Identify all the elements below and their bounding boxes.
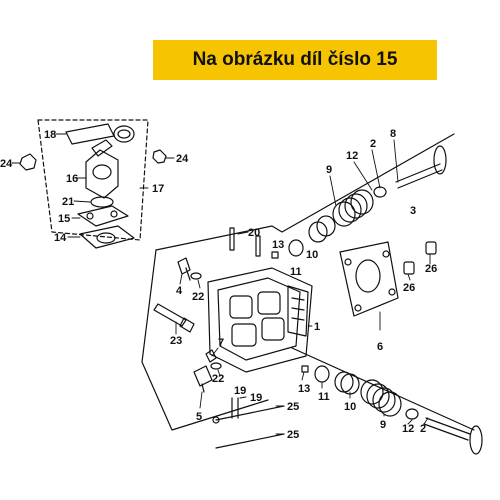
callout-16: 16	[66, 173, 78, 185]
callout-7: 7	[218, 337, 224, 349]
callout-14: 14	[54, 232, 67, 244]
callout-8: 8	[390, 128, 396, 140]
callout-2-upper: 2	[370, 138, 376, 150]
valve-part-2-lower	[423, 417, 483, 455]
seal-part-13-lower	[301, 365, 309, 373]
callout-25-lower: 25	[287, 429, 299, 441]
callout-13-lower: 13	[298, 383, 310, 395]
adapter-plate-part-14	[79, 225, 135, 249]
callout-26-lower: 26	[403, 282, 415, 294]
spring-seat-part-11-upper	[288, 239, 304, 257]
sensor-part-5	[193, 365, 213, 393]
dowel-part-26	[403, 241, 437, 275]
bolt-part-19	[231, 397, 239, 419]
valve-part-8	[395, 145, 447, 189]
callout-4: 4	[176, 285, 183, 297]
callout-1: 1	[314, 321, 320, 333]
thermostat-group-outline	[37, 119, 149, 241]
callout-12-lower: 12	[402, 423, 414, 435]
o-ring-part-21	[90, 196, 114, 208]
plug-part-7	[205, 349, 217, 363]
callout-20: 20	[248, 227, 260, 239]
cylinder-head-part-1	[207, 267, 313, 373]
callout-10-lower: 10	[344, 401, 356, 413]
retainer-part-12-upper	[373, 186, 387, 198]
callout-labels: 18 16 21 17 24 24 15 14 2 8 12 9 3 20 13…	[0, 128, 437, 441]
valve-spring-lower	[334, 371, 402, 417]
callout-23: 23	[170, 335, 182, 347]
seal-part-13-upper	[271, 251, 279, 259]
nut-part-24-right	[152, 149, 167, 164]
callout-19-lower: 19	[250, 392, 262, 404]
callout-22-upper: 22	[192, 291, 204, 303]
callout-17: 17	[152, 183, 164, 195]
callout-12-upper: 12	[346, 150, 358, 162]
head-gasket-part-6	[339, 241, 399, 317]
hose-clamp-part-18	[65, 123, 135, 145]
callout-24-left: 24	[0, 158, 13, 170]
callout-15: 15	[58, 213, 70, 225]
callout-3: 3	[410, 205, 416, 217]
leader-lines	[11, 133, 431, 435]
callout-13-upper: 13	[272, 239, 284, 251]
callout-19-upper: 19	[234, 385, 246, 397]
callout-6: 6	[377, 341, 383, 353]
dowel-part-20	[229, 227, 261, 257]
part-number-banner: Na obrázku díl číslo 15	[153, 40, 437, 80]
callout-21: 21	[62, 196, 74, 208]
spark-plug-part-23	[153, 303, 195, 333]
callout-9-lower: 9	[380, 419, 386, 431]
callout-2-lower: 2	[420, 423, 426, 435]
callout-9-upper: 9	[326, 164, 332, 176]
bolt-part-4	[177, 257, 191, 281]
callout-24-right: 24	[176, 153, 189, 165]
callout-5: 5	[196, 411, 202, 423]
callout-18: 18	[44, 129, 56, 141]
thermostat-cover-part-16	[85, 139, 119, 199]
spring-seat-part-11-lower	[314, 365, 330, 383]
valve-spring-upper	[308, 189, 374, 243]
gasket-part-15	[77, 205, 129, 227]
callout-10-upper: 10	[306, 249, 318, 261]
callout-26-upper: 26	[425, 263, 437, 275]
washer-part-22	[190, 272, 222, 370]
callout-11-lower: 11	[318, 391, 330, 403]
callout-22-lower: 22	[212, 373, 224, 385]
stud-part-25	[212, 405, 285, 449]
nut-part-24-left	[19, 153, 37, 171]
callout-25-upper: 25	[287, 401, 299, 413]
callout-11-upper: 11	[290, 266, 302, 278]
retainer-part-12-lower	[405, 408, 419, 420]
